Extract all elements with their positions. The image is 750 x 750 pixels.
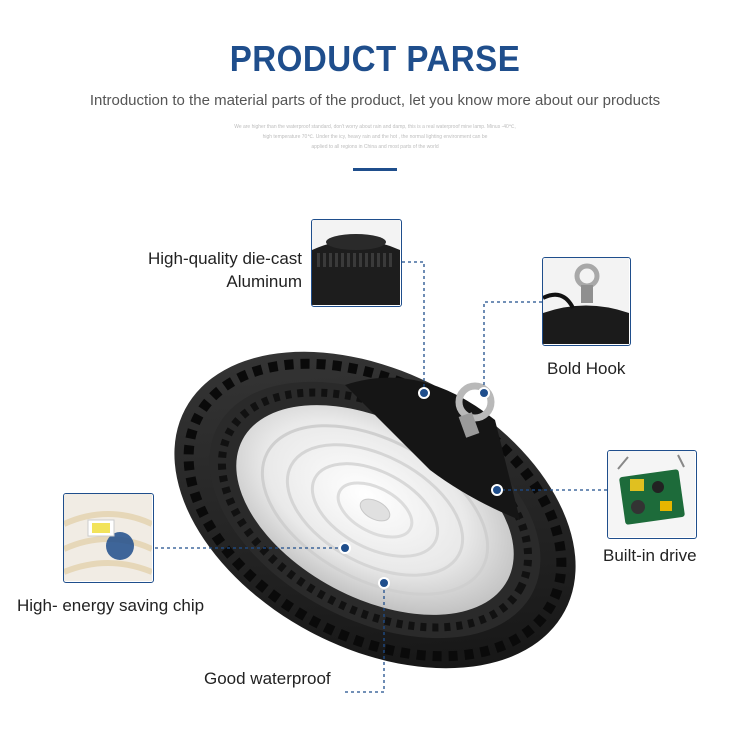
fine-print-line: applied to all regions in China and most…: [311, 144, 439, 150]
chip-label: High- energy saving chip: [17, 596, 205, 615]
fine-print: We are higher than the waterproof standa…: [200, 122, 550, 152]
waterproof-dot: [378, 577, 390, 589]
chip-thumbnail: [63, 493, 154, 583]
hook-thumbnail: [542, 257, 631, 346]
hook-dot: [478, 387, 490, 399]
waterproof-label: Good waterproof: [204, 669, 331, 688]
aluminum-dot: [418, 387, 430, 399]
aluminum-label-line2: Aluminum: [226, 272, 302, 291]
title-underline: [353, 168, 397, 171]
aluminum-label: High-quality die-cast Aluminum: [100, 247, 302, 293]
hook-label: Bold Hook: [547, 359, 626, 378]
drive-thumbnail: [607, 450, 697, 539]
chip-dot: [339, 542, 351, 554]
page-subtitle: Introduction to the material parts of th…: [89, 92, 661, 109]
aluminum-label-line1: High-quality die-cast: [147, 249, 302, 268]
aluminum-thumbnail: [311, 219, 402, 307]
fine-print-line: high temperature 70℃. Under the icy, hea…: [262, 134, 488, 140]
fine-print-line: We are higher than the waterproof standa…: [234, 124, 516, 130]
drive-label: Built-in drive: [603, 546, 697, 565]
page-title: PRODUCT PARSE: [229, 38, 521, 79]
drive-dot: [491, 484, 503, 496]
